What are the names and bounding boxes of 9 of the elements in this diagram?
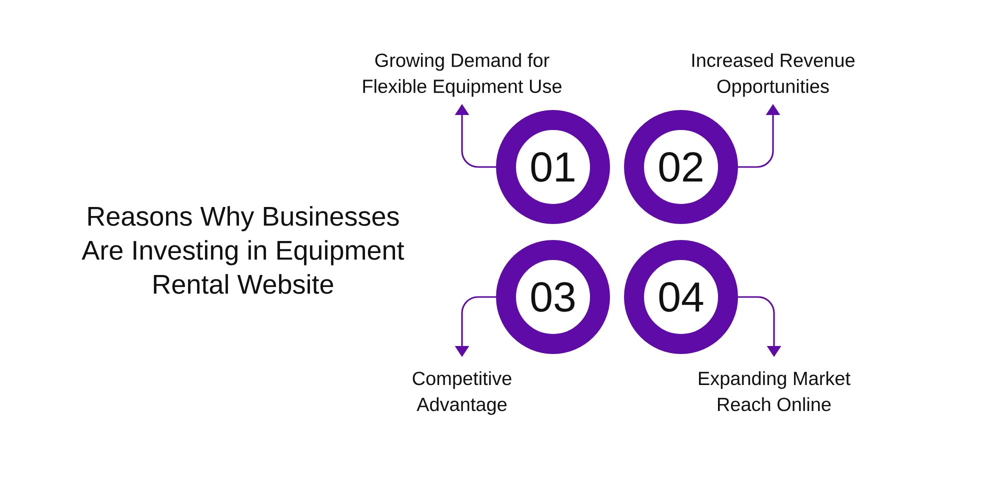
label-text: Expanding Market Reach Online (699, 371, 850, 412)
number-ring: 01 (496, 110, 610, 224)
number-ring: 02 (624, 110, 738, 224)
label-text: Increased Revenue Opportunities (692, 53, 855, 97)
number-ring: 03 (496, 240, 610, 354)
number-ring: 04 (624, 240, 738, 354)
label-text: Growing Demand for Flexible Equipment Use (363, 53, 562, 97)
label-text: Competitive Advantage (412, 371, 512, 415)
title: Reasons Why Businesses Are Investing in Equipment Rental Website (82, 206, 404, 294)
